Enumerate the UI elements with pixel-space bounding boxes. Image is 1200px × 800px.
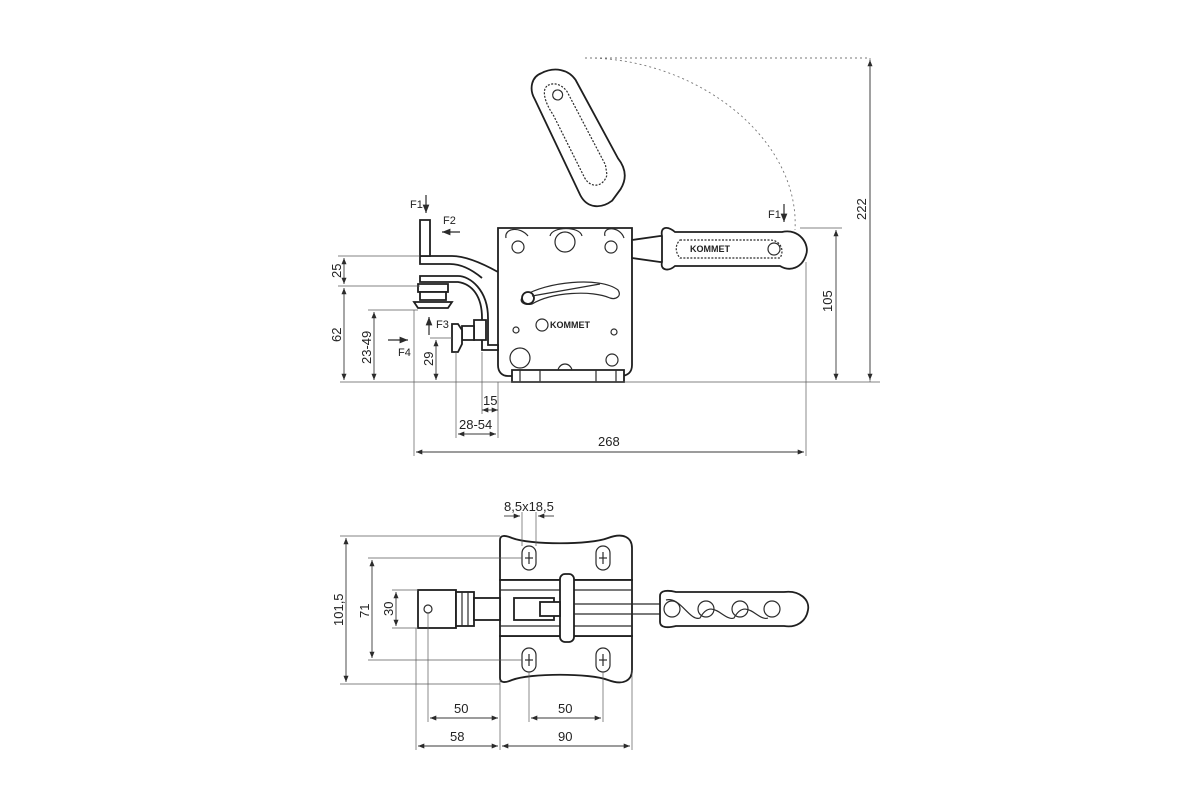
dim-50-left: 50 bbox=[454, 701, 468, 716]
base-foot bbox=[511, 369, 625, 383]
grip-hole bbox=[663, 600, 681, 618]
plate-hole bbox=[512, 326, 520, 334]
clamp-rod bbox=[473, 597, 501, 621]
dim-15: 15 bbox=[483, 393, 497, 408]
linkage-block bbox=[539, 601, 561, 617]
clamp-arm-upper bbox=[419, 255, 499, 279]
plan-handle-grip bbox=[659, 589, 810, 629]
lower-flange bbox=[499, 635, 633, 684]
plate-hole bbox=[509, 347, 531, 369]
force-label-f1: F1 bbox=[410, 199, 423, 211]
dim-25: 25 bbox=[329, 264, 344, 278]
upper-pin bbox=[419, 219, 431, 257]
side-view: KOMMET KOMMET F1 F2 F3 F4 F1 bbox=[329, 57, 880, 456]
force-label-f4: F4 bbox=[398, 347, 411, 359]
force-label-f3: F3 bbox=[436, 319, 449, 331]
closed-handle-grip bbox=[660, 227, 808, 271]
dim-90: 90 bbox=[558, 729, 572, 744]
dim-62: 62 bbox=[329, 328, 344, 342]
raised-handle bbox=[530, 68, 626, 208]
dim-30: 30 bbox=[381, 602, 396, 616]
spindle-body bbox=[419, 291, 447, 301]
dim-58: 58 bbox=[450, 729, 464, 744]
brand-logo-icon bbox=[535, 318, 549, 332]
clamp-arm-lower bbox=[419, 275, 499, 351]
grip-hole bbox=[731, 600, 749, 618]
plan-view: 8,5x18,5 101,5 71 30 50 50 58 90 bbox=[331, 499, 810, 750]
pivot-pin bbox=[521, 291, 535, 305]
brand-logo-text: KOMMET bbox=[550, 320, 590, 330]
force-label-f2: F2 bbox=[443, 215, 456, 227]
dim-105: 105 bbox=[820, 290, 835, 312]
plunger-pad bbox=[451, 323, 463, 353]
dim-222: 222 bbox=[854, 198, 869, 220]
handle-brand-text: KOMMET bbox=[690, 244, 730, 254]
clamp-nut bbox=[455, 591, 475, 627]
dim-101-5: 101,5 bbox=[331, 593, 346, 626]
handle-logo-icon bbox=[767, 242, 781, 256]
handle-neck bbox=[631, 235, 666, 263]
pressure-pad bbox=[412, 301, 454, 309]
dim-28-54: 28-54 bbox=[459, 417, 492, 432]
plate-hole bbox=[511, 240, 525, 254]
plate-hole bbox=[605, 353, 619, 367]
handle-swing-arc bbox=[589, 57, 796, 231]
dim-29: 29 bbox=[421, 352, 436, 366]
grip-hole bbox=[697, 600, 715, 618]
spindle-collar bbox=[417, 283, 449, 293]
plunger-body bbox=[473, 319, 487, 341]
plate-hole bbox=[610, 328, 618, 336]
dim-50-right: 50 bbox=[558, 701, 572, 716]
dim-8-5x18-5: 8,5x18,5 bbox=[504, 499, 554, 514]
plate-hole bbox=[554, 231, 576, 253]
plate-hole bbox=[604, 240, 618, 254]
dim-71: 71 bbox=[357, 604, 372, 618]
dim-23-49: 23-49 bbox=[359, 331, 374, 364]
pivot-shaft bbox=[559, 573, 575, 643]
plunger-nut bbox=[461, 325, 475, 341]
mounting-slot bbox=[595, 545, 611, 571]
force-label-f1-handle: F1 bbox=[768, 209, 781, 221]
grip-hole bbox=[763, 600, 781, 618]
dim-268: 268 bbox=[598, 434, 620, 449]
